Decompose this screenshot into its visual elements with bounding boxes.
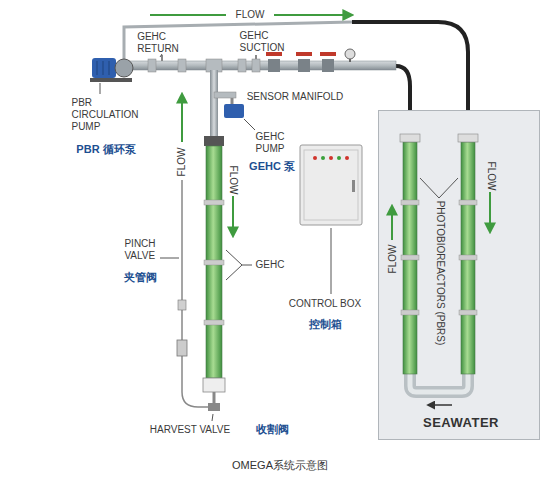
pressure-gauge: [345, 49, 355, 59]
gauge-stem: [349, 59, 351, 62]
pipe-fitting: [178, 59, 186, 72]
motor-fin: [109, 61, 110, 75]
flow-label: FLOW: [485, 161, 497, 192]
tube-joint: [459, 310, 477, 315]
cabinet-handle: [352, 180, 355, 192]
pump-base: [90, 78, 132, 82]
seawater-tank: [378, 110, 540, 440]
leader-line: [244, 119, 255, 130]
return-pipe: [124, 22, 352, 59]
leader-line: [420, 178, 439, 198]
part-label: PHOTOBIOREACTORS (PBRS): [434, 200, 446, 347]
part-label: PINCH VALVE: [124, 238, 155, 262]
tank-box: SEAWATER PHOTOBIOREACTORS (PBRS) FLOW FLOW: [378, 110, 540, 440]
chinese-label: 夹管阀: [124, 271, 157, 284]
tube-joint: [401, 310, 419, 315]
pump-motor: [92, 58, 116, 78]
flow-label: FLOW: [176, 148, 188, 177]
indicator-light: [345, 156, 349, 160]
tube-joint: [459, 200, 477, 205]
pipe-fitting: [252, 59, 260, 72]
flow-arrow: [489, 192, 491, 232]
column-joint: [204, 260, 224, 265]
flow-arrow: [274, 14, 352, 16]
u-bend: [410, 372, 468, 392]
flow-arrow: [391, 206, 393, 240]
pipe-fitting: [238, 59, 246, 72]
part-label: GEHC SUCTION: [240, 30, 285, 54]
sensor-manifold: [214, 92, 236, 98]
indicator-light: [329, 156, 333, 160]
leader-line: [439, 178, 458, 198]
leader-line: [160, 54, 162, 57]
gehc-pump: [224, 104, 244, 118]
tube-fitting: [178, 300, 186, 310]
pinch-tube: [182, 180, 208, 407]
valve-handle: [320, 52, 336, 56]
tube-joint: [401, 200, 419, 205]
tube-cap: [400, 134, 420, 142]
control-cabinet: [300, 145, 362, 225]
part-label: HARVEST VALVE: [150, 424, 230, 436]
pinch-valve: [177, 340, 187, 356]
column-joint: [204, 200, 224, 205]
suction-port: [255, 55, 257, 59]
flow-arrow: [232, 196, 234, 236]
flow-label: FLOW: [227, 166, 239, 195]
chinese-label: GEHC 泵: [249, 160, 295, 173]
indicator-light: [321, 156, 325, 160]
part-label: CONTROL BOX: [289, 298, 361, 310]
leader-line: [331, 228, 332, 294]
motor-fin: [103, 61, 104, 75]
bracket: [226, 250, 242, 280]
u-bend-highlight: [410, 372, 468, 392]
harvest-valve: [208, 403, 220, 411]
pump-housing: [115, 59, 133, 77]
tank-title: SEAWATER: [423, 415, 499, 431]
part-label: SENSOR MANIFOLD: [247, 91, 344, 103]
flow-arrow: [181, 94, 183, 142]
flow-label: FLOW: [234, 9, 267, 21]
valve-body: [268, 59, 280, 72]
leader-line: [212, 414, 213, 421]
valve-handle: [296, 52, 312, 56]
indicator-light: [337, 156, 341, 160]
flow-arrow: [428, 404, 452, 406]
column-cap: [204, 136, 224, 146]
pipe-fitting: [148, 59, 156, 72]
leader-line: [160, 258, 179, 259]
figure-caption: OMEGA系统示意图: [232, 459, 328, 472]
cabinet-door: [304, 150, 358, 220]
column-joint: [204, 320, 224, 325]
chinese-label: 收割阀: [256, 423, 289, 436]
leader-line: [242, 265, 252, 266]
tube-joint: [459, 255, 477, 260]
part-label: PBR CIRCULATION PUMP: [71, 97, 138, 133]
part-label: GEHC: [256, 259, 285, 271]
column-base: [203, 378, 225, 392]
flow-label: FLOW: [387, 244, 399, 275]
tube-joint: [401, 255, 419, 260]
chinese-label: PBR 循环泵: [76, 143, 135, 156]
return-port: [161, 55, 163, 61]
pump-pipe: [231, 98, 234, 104]
valve-body: [322, 59, 334, 72]
flow-arrow: [150, 14, 226, 16]
riser-pipe: [210, 70, 218, 138]
indicator-light: [313, 156, 317, 160]
motor-fin: [97, 61, 98, 75]
part-label: GEHC PUMP: [256, 131, 285, 155]
tube-cap: [458, 134, 478, 142]
chinese-label: 控制箱: [309, 318, 342, 331]
drain-pipe: [213, 392, 216, 403]
valve-body: [298, 59, 310, 72]
part-label: GEHC RETURN: [137, 31, 179, 55]
leader-line: [100, 83, 101, 94]
